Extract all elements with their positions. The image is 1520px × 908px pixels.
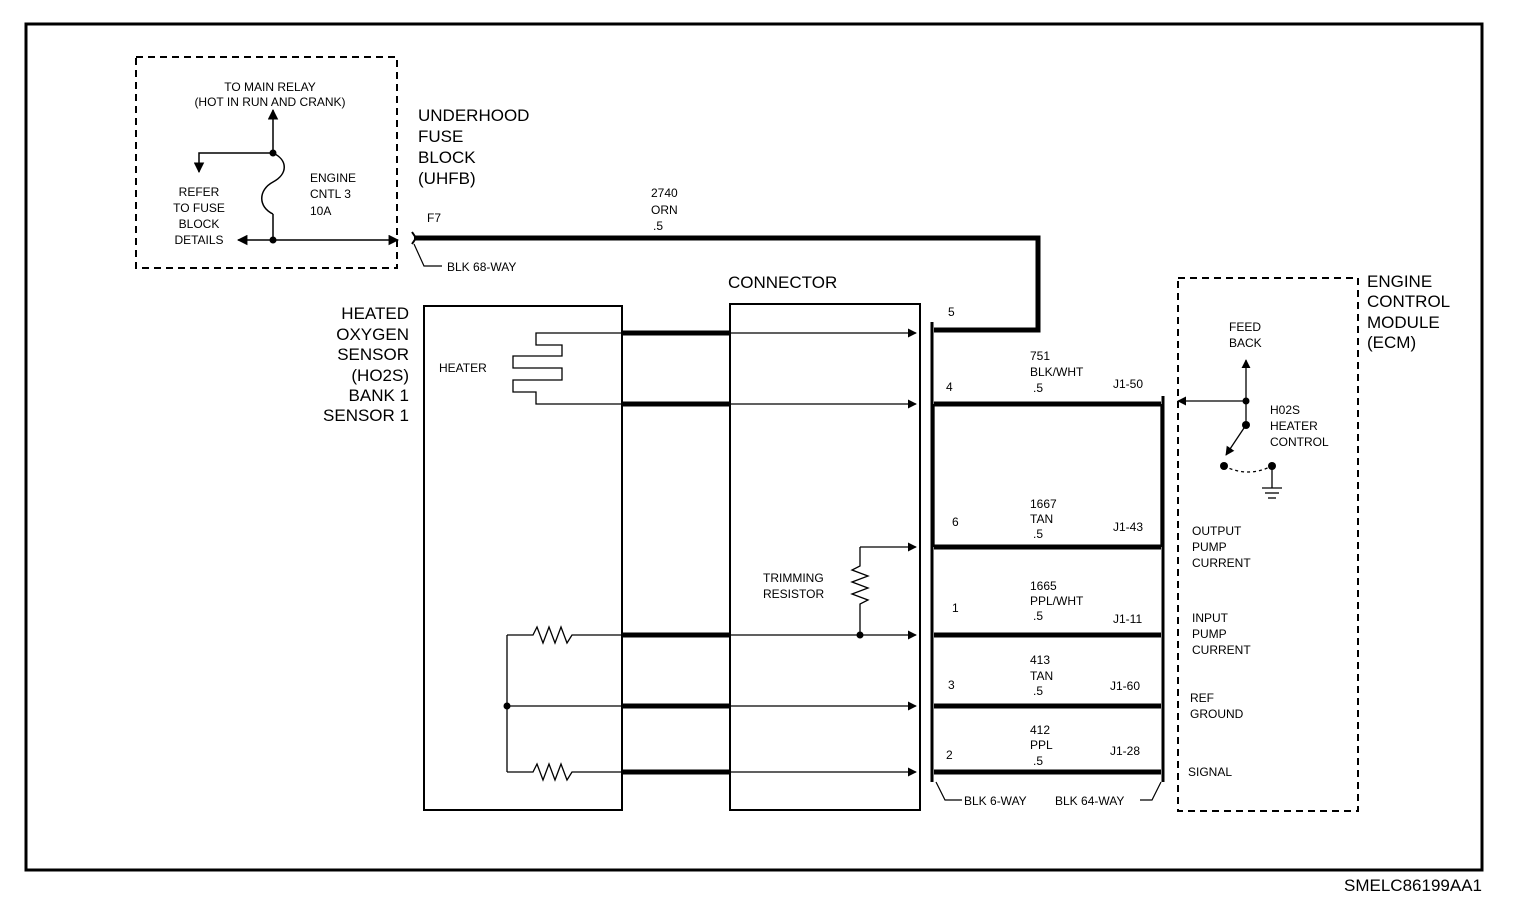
wire-1665-circuit: 1665 — [1030, 579, 1057, 593]
ecm-box — [1177, 277, 1359, 812]
fuse-block: TO MAIN RELAY (HOT IN RUN AND CRANK) REF… — [135, 56, 400, 269]
pin-5: 5 — [948, 305, 955, 319]
wire-1665-gauge: .5 — [1033, 609, 1043, 623]
wire-1667-circuit: 1667 — [1030, 497, 1057, 511]
feedback-label-1: FEED — [1229, 320, 1261, 334]
fuse-rating: 10A — [310, 204, 331, 218]
fuse-block-title-2: FUSE — [418, 127, 463, 146]
sensor-title-2: OXYGEN — [336, 325, 409, 344]
sensor-title-6: SENSOR 1 — [323, 406, 409, 425]
blk64-label: BLK 64-WAY — [1055, 794, 1124, 808]
ecm-title-3: MODULE — [1367, 313, 1440, 332]
sensor-title-5: BANK 1 — [349, 386, 409, 405]
refer-label-3: BLOCK — [179, 217, 220, 231]
connector-box — [729, 303, 921, 811]
refer-label-4: DETAILS — [174, 233, 223, 247]
wire-1665-ecm-pin: J1-11 — [1113, 612, 1142, 626]
sensor-resistor-lower — [507, 762, 622, 782]
sensor-box — [423, 305, 623, 811]
wire-412-gauge: .5 — [1033, 754, 1043, 768]
feed-wire-circuit: 2740 — [651, 186, 678, 200]
sensor-title-1: HEATED — [341, 304, 409, 323]
ref-ground-label-1: REF — [1190, 691, 1214, 705]
wire-412-ecm-pin: J1-28 — [1110, 744, 1140, 758]
feed-wire-gauge: .5 — [653, 219, 663, 233]
ref-ground-label-2: GROUND — [1190, 707, 1244, 721]
fuse-block-outline — [135, 56, 398, 269]
fuse-block-title-1: UNDERHOOD — [418, 106, 529, 125]
feed-wire-color: ORN — [651, 203, 678, 217]
fuse-connector-label: BLK 68-WAY — [447, 260, 516, 274]
diagram-frame — [24, 22, 1484, 872]
sensor-title-4: (HO2S) — [351, 366, 409, 385]
wire-412-circuit: 412 — [1030, 723, 1050, 737]
sensor-resistor-upper — [507, 625, 622, 645]
fuse-pin-label: F7 — [427, 211, 441, 225]
connector-title: CONNECTOR — [728, 273, 837, 292]
heater-control-label-1: H02S — [1270, 403, 1300, 417]
wire-1665-color: PPL/WHT — [1030, 594, 1084, 608]
fuse-block-title-3: BLOCK — [418, 148, 476, 167]
trim-label-1: TRIMMING — [763, 571, 824, 585]
blk64-leader — [1140, 781, 1162, 801]
connector-leader — [413, 243, 442, 267]
heater-label: HEATER — [439, 361, 487, 375]
sensor-harness — [622, 330, 730, 775]
blk6-leader — [935, 781, 962, 801]
ecm-title-1: ENGINE — [1367, 272, 1432, 291]
ecm-title-4: (ECM) — [1367, 333, 1416, 352]
pin-3: 3 — [948, 678, 955, 692]
trim-label-2: RESISTOR — [763, 587, 824, 601]
pin-4: 4 — [946, 380, 953, 394]
relay-label-1: TO MAIN RELAY — [224, 80, 316, 94]
pin-6: 6 — [952, 515, 959, 529]
wire-751-color: BLK/WHT — [1030, 365, 1084, 379]
input-pump-label-3: CURRENT — [1192, 643, 1251, 657]
sensor-title-3: SENSOR — [337, 345, 409, 364]
output-pump-label-1: OUTPUT — [1192, 524, 1242, 538]
blk6-label: BLK 6-WAY — [964, 794, 1027, 808]
input-pump-label-1: INPUT — [1192, 611, 1229, 625]
wire-1667-gauge: .5 — [1033, 527, 1043, 541]
signal-label: SIGNAL — [1188, 765, 1232, 779]
wire-1667-color: TAN — [1030, 512, 1053, 526]
fuse-name-2: CNTL 3 — [310, 187, 351, 201]
fuse-symbol — [261, 152, 285, 215]
output-pump-label-3: CURRENT — [1192, 556, 1251, 570]
wire-413-ecm-pin: J1-60 — [1110, 679, 1140, 693]
pin-2: 2 — [946, 748, 953, 762]
refer-label-2: TO FUSE — [173, 201, 225, 215]
wire-751-circuit: 751 — [1030, 349, 1050, 363]
fuse-name-1: ENGINE — [310, 171, 356, 185]
wire-413-gauge: .5 — [1033, 684, 1043, 698]
wire-412-color: PPL — [1030, 738, 1053, 752]
relay-label-2: (HOT IN RUN AND CRANK) — [194, 95, 345, 109]
pin-1: 1 — [952, 601, 959, 615]
wire-751-ecm-pin: J1-50 — [1113, 377, 1143, 391]
ecm-title-2: CONTROL — [1367, 292, 1450, 311]
ecm-harness — [934, 401, 1161, 775]
wire-751-gauge: .5 — [1033, 381, 1043, 395]
input-pump-label-2: PUMP — [1192, 627, 1227, 641]
heater-control-label-2: HEATER — [1270, 419, 1318, 433]
heater-element — [512, 332, 622, 405]
feedback-label-2: BACK — [1229, 336, 1262, 350]
heater-control-switch — [1177, 359, 1282, 499]
wire-1667-ecm-pin: J1-43 — [1113, 520, 1143, 534]
refer-label-1: REFER — [179, 185, 220, 199]
fuse-block-title-4: (UHFB) — [418, 169, 476, 188]
wire-413-circuit: 413 — [1030, 653, 1050, 667]
figure-id: SMELC86199AA1 — [1344, 876, 1482, 895]
heater-control-label-3: CONTROL — [1270, 435, 1329, 449]
feed-wire-orn — [414, 235, 1041, 333]
wire-413-color: TAN — [1030, 669, 1053, 683]
connector-pass-through — [730, 328, 917, 777]
output-pump-label-2: PUMP — [1192, 540, 1227, 554]
trimming-resistor — [850, 547, 870, 635]
